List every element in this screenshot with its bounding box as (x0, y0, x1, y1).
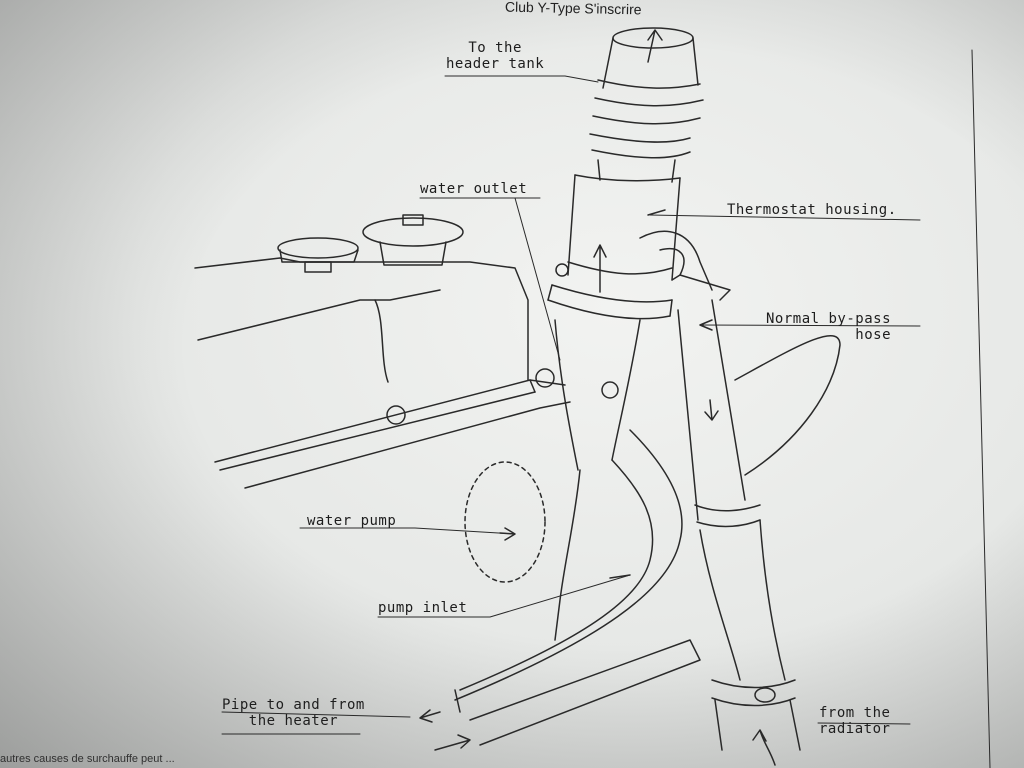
water-filler-cap (362, 214, 464, 266)
lower-pipework (454, 429, 801, 751)
page-margin-line (971, 49, 991, 768)
label-water-outlet: water outlet (420, 181, 528, 197)
label-pump-inlet: pump inlet (378, 600, 468, 616)
label-from-radiator: from the radiator (819, 705, 891, 737)
thermostat-housing (547, 174, 681, 471)
label-thermostat-housing: Thermostat housing. (727, 202, 897, 218)
oil-filler-cap (277, 237, 359, 273)
arrow-icon (419, 29, 776, 766)
label-heater-pipe: Pipe to and from the heater (222, 697, 365, 729)
leader-lines (221, 75, 921, 735)
engine-block (194, 257, 571, 489)
fan-blade (734, 335, 841, 476)
label-header-tank: To the header tank (446, 40, 545, 72)
footer-text: autres causes de surchauffe peut ... (0, 753, 175, 765)
label-water-pump: water pump (307, 513, 397, 529)
water-pump-outline (464, 461, 546, 583)
header-tank-hose (589, 27, 704, 183)
bypass-hose (639, 230, 761, 528)
label-bypass-hose: Normal by-pass hose (766, 311, 892, 343)
